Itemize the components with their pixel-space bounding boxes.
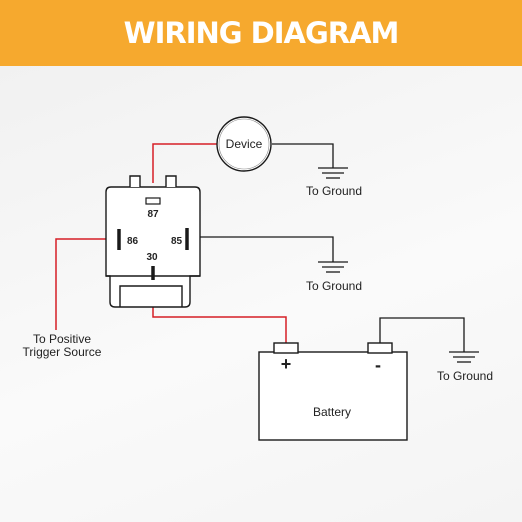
battery-body [258,351,408,441]
battery [258,342,408,441]
wire-85-to-ground [187,236,334,262]
battery-negative-terminal [367,342,393,354]
wire-device-to-ground [272,143,334,168]
page-title: WIRING DIAGRAM [123,16,400,50]
relay-tab-right [165,175,177,187]
trigger-label-line2: Trigger Source [23,345,102,359]
pin-85-label: 85 [171,236,183,247]
header-banner: WIRING DIAGRAM [0,0,522,66]
relay [105,175,201,308]
ground-label-85: To Ground [306,279,362,293]
ground-symbol-85 [318,261,348,273]
relay-body [105,186,201,308]
wire-87-to-device [152,143,217,183]
relay-base-notch [119,285,183,307]
device: Device [216,116,272,172]
battery-positive-sign: + [281,354,292,374]
device-circle [216,116,272,172]
ground-label-device: To Ground [306,184,362,198]
ground-label-battery: To Ground [437,369,493,383]
battery-label: Battery [313,405,351,419]
pin-87-terminal [145,197,161,205]
pin-86-label: 86 [127,236,139,247]
trigger-label-line1: To Positive [33,332,91,346]
battery-negative-sign: - [375,355,381,375]
battery-positive-terminal [273,342,299,354]
device-label: Device [226,137,263,151]
wire-battery-negative-to-ground [379,317,465,352]
relay-tab-left [129,175,141,187]
ground-symbol-battery [449,351,479,363]
pin-87-label: 87 [147,209,159,220]
ground-symbol-device [318,167,348,179]
device-inner-ring [218,118,270,170]
wire-86-to-trigger [55,238,119,330]
pin-30-label: 30 [146,252,158,263]
